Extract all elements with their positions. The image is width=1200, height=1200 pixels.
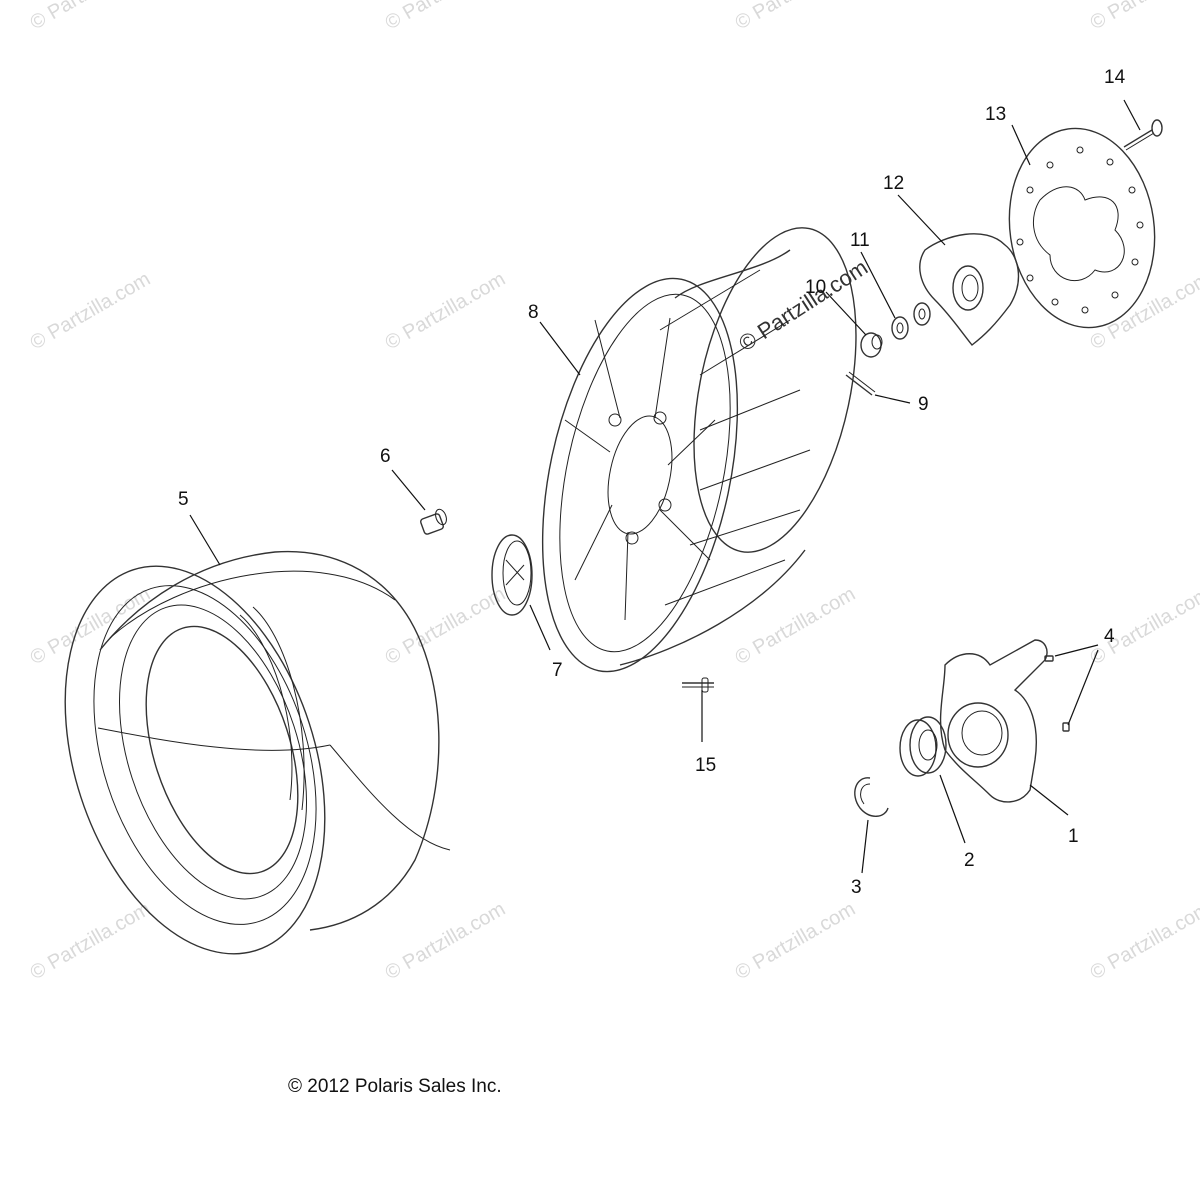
cotter-pin-part — [845, 371, 876, 396]
valve-stem-part — [420, 508, 447, 535]
watermark-text: © Partzilla.com — [1087, 898, 1200, 984]
callout-5: 5 — [178, 489, 189, 510]
callout-9: 9 — [918, 394, 929, 415]
callout-11: 11 — [850, 230, 870, 251]
callout-10: 10 — [805, 277, 826, 298]
hub-part — [919, 233, 1020, 346]
watermark-text: © Partzilla.com — [382, 583, 510, 669]
leader-lines — [189, 99, 1141, 874]
watermark-text: © Partzilla.com — [732, 0, 860, 34]
copyright-notice: © 2012 Polaris Sales Inc. — [288, 1076, 502, 1097]
tire-part — [64, 550, 451, 955]
callout-7: 7 — [552, 660, 563, 681]
callout-6: 6 — [380, 446, 391, 467]
callout-12: 12 — [883, 173, 904, 194]
screw-part — [1044, 655, 1070, 732]
callout-8: 8 — [528, 302, 539, 323]
watermark-text: © Partzilla.com — [27, 898, 155, 984]
center-cap-part — [491, 534, 533, 616]
watermark-text: © Partzilla.com — [1087, 0, 1200, 34]
callout-13: 13 — [985, 104, 1006, 125]
watermark-text: © Partzilla.com — [1087, 268, 1200, 354]
castle-nut-part — [860, 332, 883, 358]
wheel-part — [541, 227, 857, 673]
bolt-part — [1123, 119, 1163, 151]
callout-14: 14 — [1104, 67, 1126, 88]
knuckle-part — [939, 639, 1048, 803]
watermark-layer: © Partzilla.com © Partzilla.com © Partzi… — [27, 0, 1200, 984]
watermark-text: © Partzilla.com — [27, 0, 155, 34]
washer-part — [891, 302, 931, 340]
watermark-text: © Partzilla.com — [27, 268, 155, 354]
brake-disc-part — [1008, 127, 1156, 329]
callout-labels: 1 2 3 4 5 6 7 8 9 10 11 12 13 14 15 — [178, 67, 1126, 898]
watermark-text: © Partzilla.com — [382, 268, 510, 354]
callout-1: 1 — [1068, 826, 1079, 847]
callout-2: 2 — [964, 850, 975, 871]
bearing-part — [899, 716, 947, 777]
retaining-ring-part — [854, 777, 889, 817]
watermark-text: © Partzilla.com — [732, 898, 860, 984]
watermark-text: © Partzilla.com — [382, 0, 510, 34]
pin-part — [682, 677, 714, 693]
callout-4: 4 — [1104, 626, 1115, 647]
callout-15: 15 — [695, 755, 716, 776]
watermark-text: © Partzilla.com — [732, 583, 860, 669]
callout-3: 3 — [851, 877, 862, 898]
watermark-text: © Partzilla.com — [382, 898, 510, 984]
